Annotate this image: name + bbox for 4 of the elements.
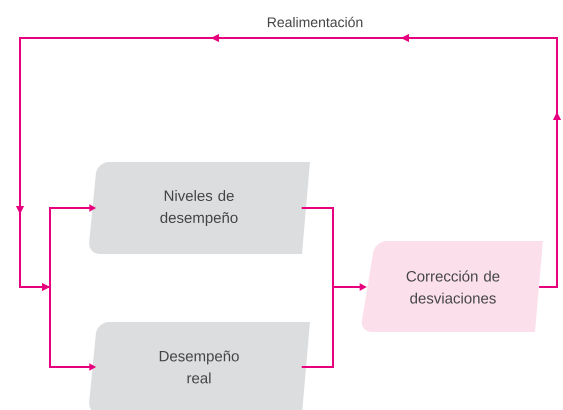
process-box: Niveles de desempeño — [89, 162, 310, 254]
process-box: Desempeño real — [89, 322, 310, 410]
edge-label: Realimentación — [264, 14, 366, 30]
process-box: Corrección de desviaciones — [362, 241, 543, 332]
